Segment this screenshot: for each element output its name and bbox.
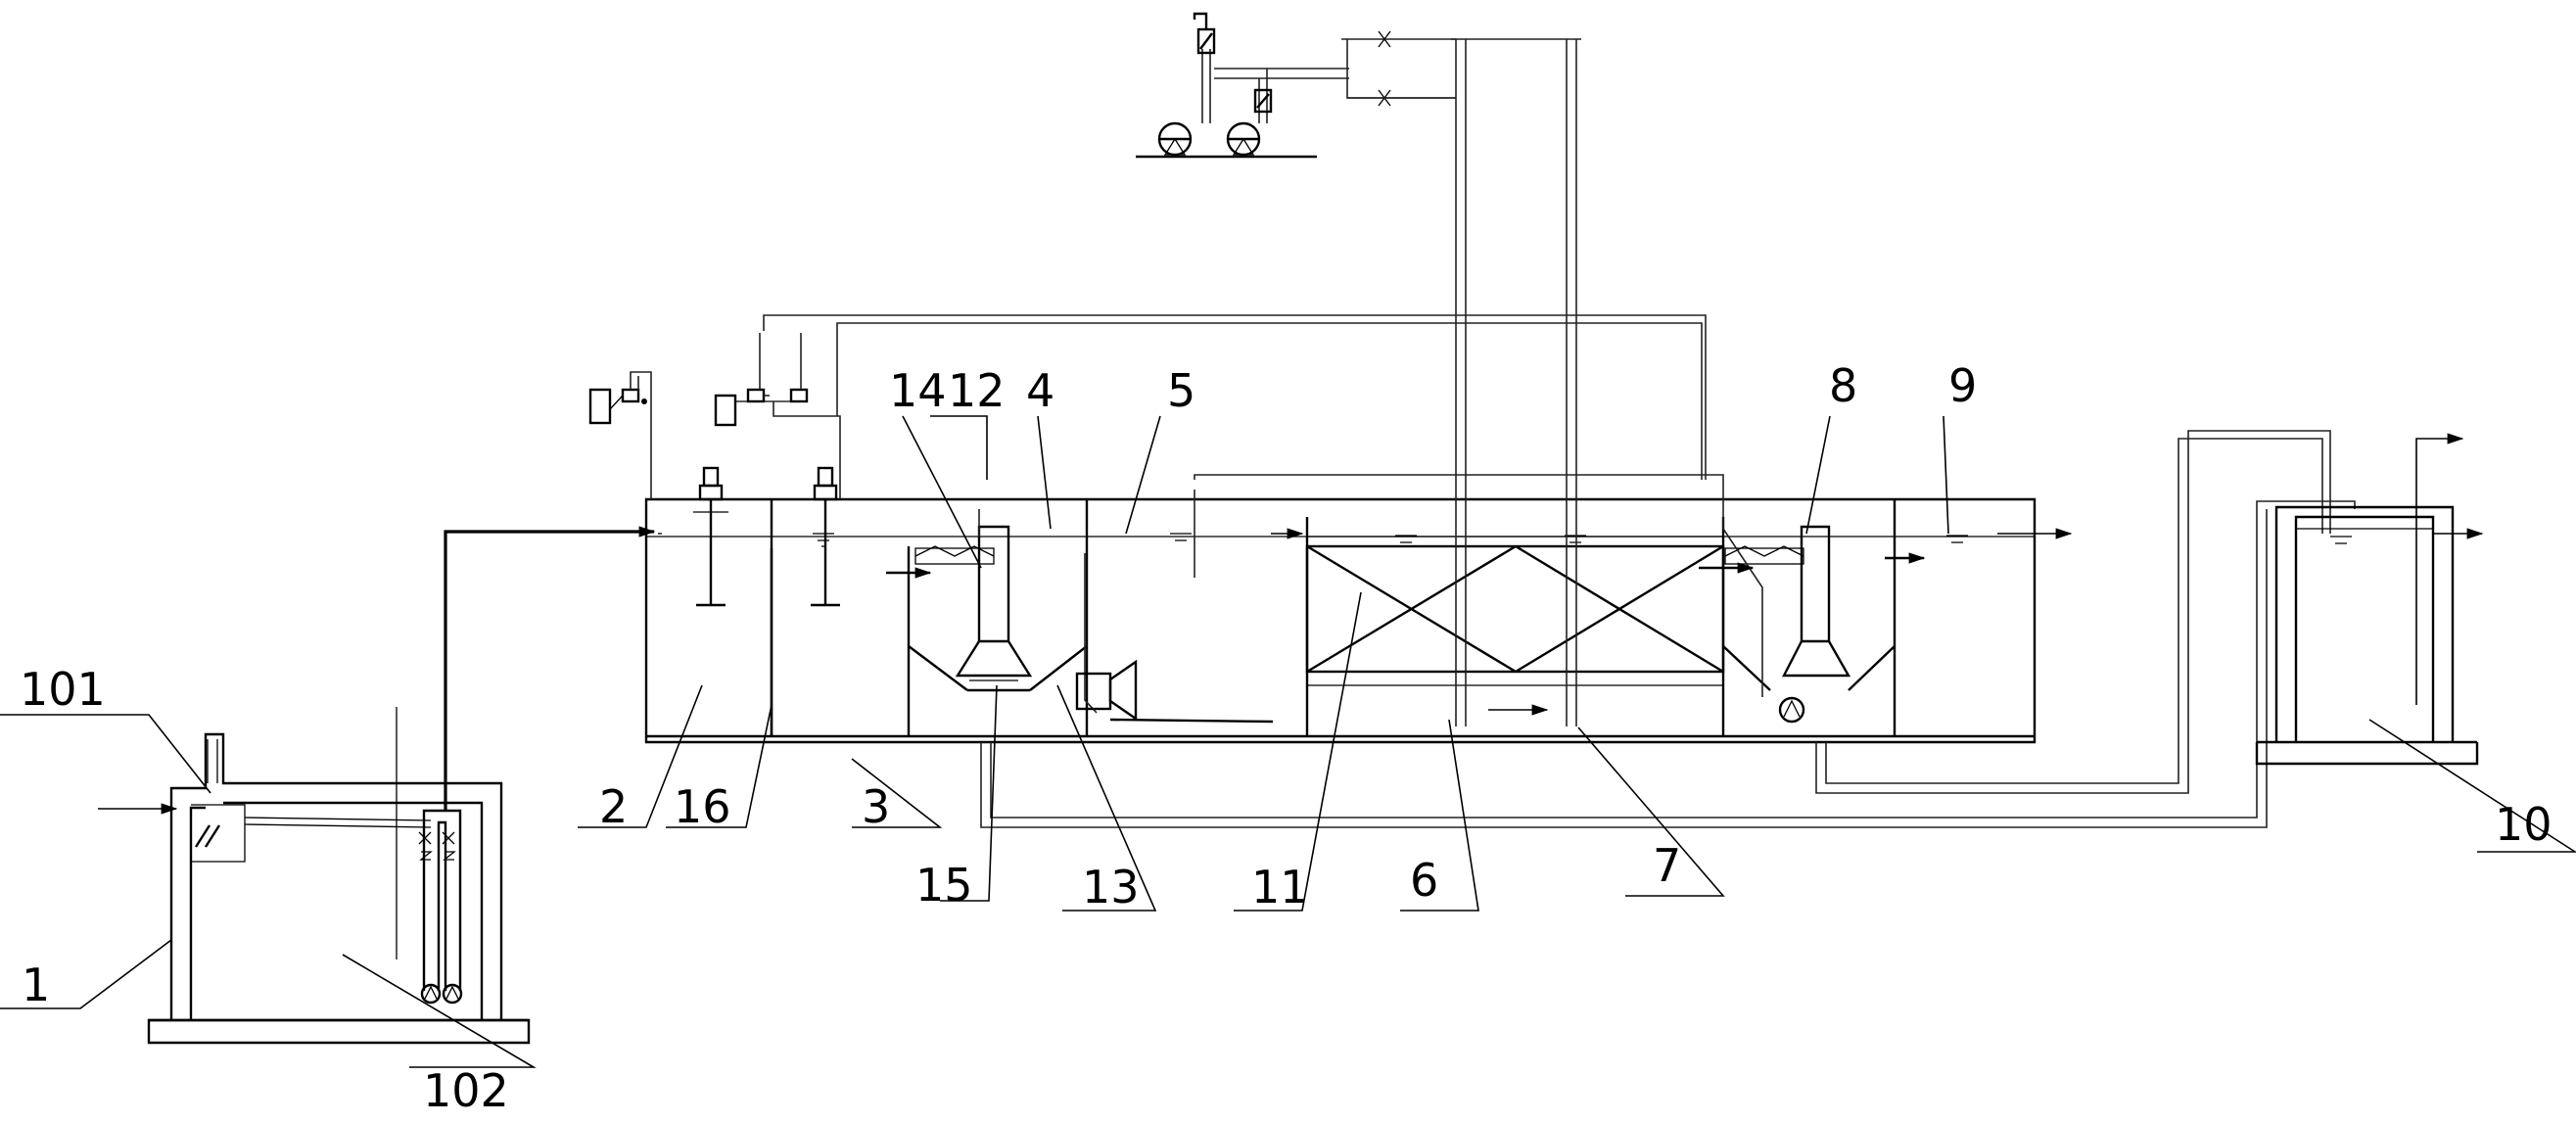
recycle-pipe-top <box>1194 474 1724 499</box>
label-13: 13 <box>1082 861 1140 913</box>
label-15: 15 <box>915 859 973 912</box>
blower-13 <box>1075 659 1274 724</box>
label-2: 2 <box>599 780 628 833</box>
label-9: 9 <box>1948 359 1977 412</box>
label-102: 102 <box>423 1064 509 1117</box>
label-6: 6 <box>1410 854 1438 907</box>
label-1: 1 <box>22 959 50 1011</box>
leader-lines <box>0 415 2576 1068</box>
water-level-symbols <box>813 533 2352 547</box>
regulating-tank-1 <box>147 732 531 1045</box>
label-101: 101 <box>20 663 106 716</box>
settling-zone-8 <box>1699 499 1926 724</box>
label-3: 3 <box>862 780 890 833</box>
mixer-tank-3 <box>811 466 840 607</box>
filter-media-11 <box>1305 536 1725 686</box>
dosing-header <box>763 314 1707 480</box>
flotation-zone-4 <box>886 509 1098 714</box>
label-group: 1 101 102 2 16 3 14 12 4 5 15 13 11 6 7 … <box>20 359 2553 1117</box>
mixer-tank-2 <box>693 466 728 607</box>
label-12: 12 <box>948 364 1006 417</box>
lift-pumps-102 <box>418 809 463 1005</box>
air-header-pipes <box>1451 38 1581 726</box>
dosing-line-to-tank3 <box>836 322 1703 480</box>
dosing-unit-2 <box>714 333 841 499</box>
label-11: 11 <box>1251 861 1309 913</box>
label-14: 14 <box>889 364 947 417</box>
label-10: 10 <box>2495 798 2553 851</box>
label-5: 5 <box>1167 364 1195 417</box>
label-16: 16 <box>674 780 731 833</box>
dosing-unit-1 <box>588 371 652 499</box>
label-4: 4 <box>1026 364 1054 417</box>
lift-pipe <box>444 526 656 811</box>
bar-screen-101 <box>191 739 432 863</box>
label-8: 8 <box>1829 359 1857 412</box>
label-7: 7 <box>1653 839 1681 892</box>
reuse-tank-10 <box>2255 433 2484 766</box>
bottom-pipes <box>980 430 2356 828</box>
air-blowers <box>1136 12 1456 159</box>
